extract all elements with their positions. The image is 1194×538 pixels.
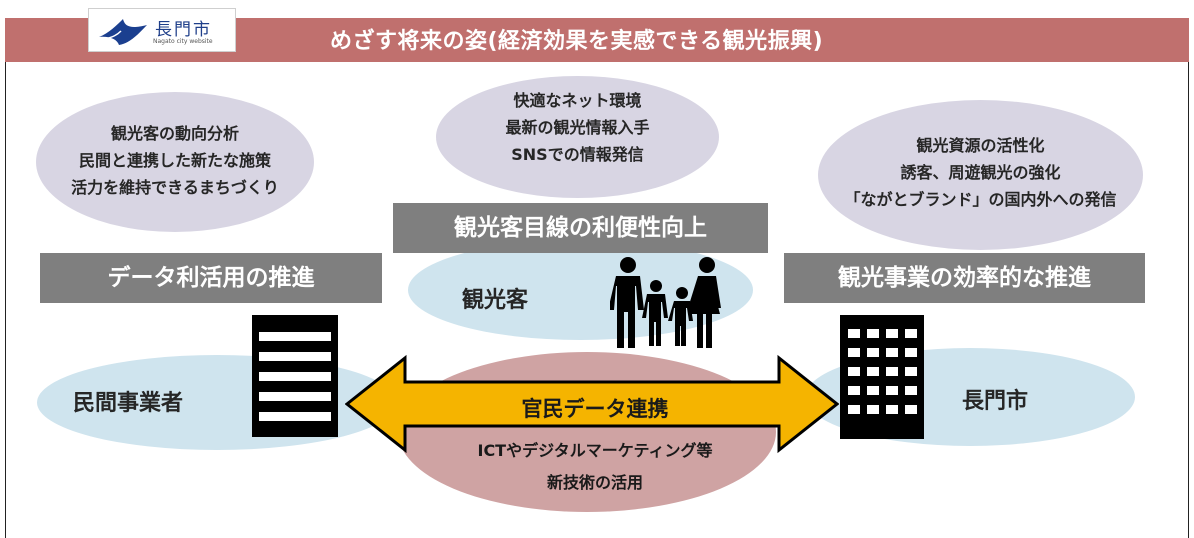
bar-tourist-convenience: 観光客目線の利便性向上: [393, 203, 768, 253]
private-business-label: 民間事業者: [73, 391, 184, 416]
bubble-left-text: 観光客の動向分析 民間と連携した新たな施策 活力を維持できるまちづくり: [36, 120, 314, 201]
bubble-right: [818, 100, 1143, 250]
bubble-left-line-2: 民間と連携した新たな施策: [78, 151, 271, 170]
new-tech-text: 新技術の活用: [546, 473, 643, 492]
nagato-logo[interactable]: 長門市 Nagato city website: [88, 8, 236, 52]
building-icon-city: [840, 315, 924, 439]
bubble-center: [436, 76, 719, 198]
logo-subtitle: Nagato city website: [153, 38, 213, 45]
collaboration-ellipse: [398, 352, 776, 512]
bubble-center-line-2: 最新の観光情報入手: [505, 118, 650, 137]
building-icon-private: [252, 315, 338, 437]
double-arrow-icon: [345, 354, 839, 454]
bubble-center-line-1: 快適なネット環境: [513, 91, 642, 110]
public-private-data-label: 官民データ連携: [521, 397, 669, 421]
tourist-label: 観光客: [462, 288, 529, 313]
bubble-center-line-3: SNSでの情報発信: [511, 145, 644, 164]
bubble-right-text: 観光資源の活性化 誘客、周遊観光の強化 「ながとブランド」の国内外への発信: [818, 132, 1143, 213]
page-title: めざす将来の姿(経済効果を実感できる観光振興): [330, 29, 824, 54]
bubble-left-line-3: 活力を維持できるまちづくり: [71, 178, 279, 197]
bubble-left-line-1: 観光客の動向分析: [110, 124, 239, 143]
family-icon: [610, 257, 721, 348]
bubble-left: [36, 92, 314, 232]
bubble-center-text: 快適なネット環境 最新の観光情報入手 SNSでの情報発信: [436, 87, 719, 168]
bubble-right-line-2: 誘客、周遊観光の強化: [900, 163, 1061, 182]
logo-name: 長門市: [155, 20, 212, 40]
bar-data-utilization: データ利活用の推進: [40, 253, 382, 303]
nagato-bird-logo-icon: [99, 19, 147, 45]
bar-tourism-efficiency: 観光事業の効率的な推進: [784, 253, 1145, 303]
bubble-right-line-3: 「ながとブランド」の国内外への発信: [844, 190, 1117, 209]
city-label: 長門市: [962, 389, 1029, 414]
ict-marketing-text: ICTやデジタルマーケティング等: [477, 441, 713, 460]
bubble-right-line-1: 観光資源の活性化: [916, 136, 1045, 155]
diagram-frame: [5, 18, 1189, 538]
